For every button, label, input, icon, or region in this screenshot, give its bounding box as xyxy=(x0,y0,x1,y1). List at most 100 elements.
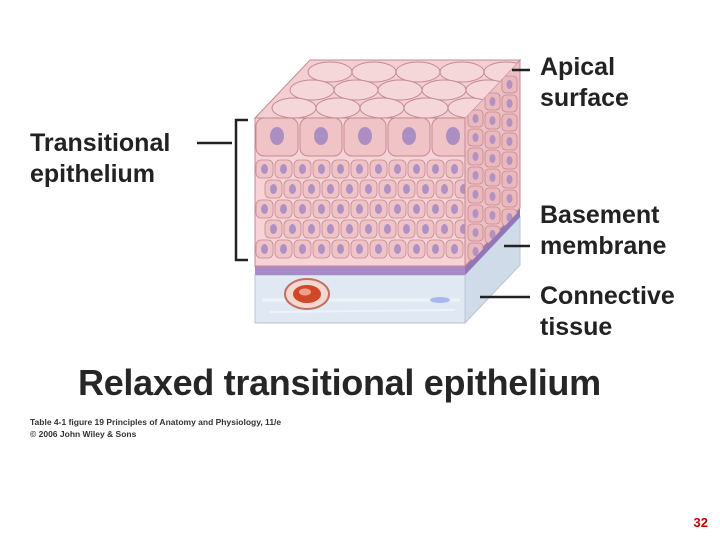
epithelial-cell xyxy=(283,219,302,239)
umbrella-cell-top xyxy=(333,79,379,101)
epithelial-cell xyxy=(467,147,484,166)
epithelial-cell xyxy=(321,179,340,199)
epithelial-cell xyxy=(484,149,501,168)
epithelial-cell xyxy=(312,159,331,179)
umbrella-cell-top xyxy=(307,61,353,83)
epithelial-cell xyxy=(331,159,350,179)
umbrella-cell-top xyxy=(395,61,441,83)
umbrella-cell-top xyxy=(271,97,317,118)
epithelial-cell xyxy=(501,94,518,113)
epithelial-cell xyxy=(293,199,312,219)
epithelial-cells xyxy=(255,118,465,259)
epithelial-cell xyxy=(340,179,359,199)
epithelial-cell xyxy=(501,151,518,170)
epithelial-cell xyxy=(264,219,283,239)
epithelial-cell xyxy=(350,239,369,259)
figure-credit: Table 4-1 figure 19 Principles of Anatom… xyxy=(30,417,282,439)
epithelial-cell xyxy=(484,111,501,130)
epithelial-cell xyxy=(274,199,293,219)
umbrella-cell-top xyxy=(403,97,449,118)
epithelial-cell xyxy=(407,199,426,219)
epithelial-cell xyxy=(501,170,518,189)
epithelial-cell xyxy=(467,128,484,147)
umbrella-cell xyxy=(343,118,387,157)
epithelial-cell xyxy=(426,199,445,219)
epithelial-cell xyxy=(388,159,407,179)
epithelial-cell xyxy=(255,159,274,179)
umbrella-cell-top xyxy=(315,97,361,118)
epithelial-cell xyxy=(274,159,293,179)
epithelial-cell xyxy=(283,179,302,199)
epithelial-cell xyxy=(302,179,321,199)
epithelial-cell xyxy=(397,219,416,239)
epithelial-cell xyxy=(484,168,501,187)
epithelial-cell xyxy=(484,206,501,225)
umbrella-cell-top xyxy=(351,61,397,83)
epithelial-cell xyxy=(467,204,484,223)
epithelial-cell xyxy=(350,199,369,219)
epithelial-cell xyxy=(416,179,435,199)
basement-membrane xyxy=(255,265,465,275)
umbrella-cell xyxy=(255,118,299,157)
umbrella-cell xyxy=(387,118,431,157)
epithelial-cell xyxy=(293,239,312,259)
epithelial-cell xyxy=(416,219,435,239)
transitional-epithelium-label: Transitional epithelium xyxy=(30,129,171,188)
epithelial-cell xyxy=(255,239,274,259)
epithelial-cell xyxy=(484,187,501,206)
epithelial-cell xyxy=(501,189,518,208)
epithelial-cell xyxy=(467,166,484,185)
epithelial-cell xyxy=(274,239,293,259)
umbrella-cell-top xyxy=(421,79,467,101)
epithelial-cell xyxy=(484,130,501,149)
page-number: 32 xyxy=(693,515,708,530)
epithelial-cell xyxy=(445,239,464,259)
umbrella-cell xyxy=(299,118,343,157)
epithelial-cell xyxy=(501,113,518,132)
epithelial-cell xyxy=(467,223,484,242)
epithelial-cell xyxy=(467,185,484,204)
epithelial-cell xyxy=(426,239,445,259)
epithelial-cell xyxy=(255,199,274,219)
epithelial-cell xyxy=(321,219,340,239)
apical-surface-label: Apical surface xyxy=(540,53,629,112)
epithelial-cell xyxy=(388,199,407,219)
epithelial-cell xyxy=(501,75,518,94)
epithelial-cell xyxy=(454,219,465,239)
epithelial-cell xyxy=(312,239,331,259)
epithelial-cell xyxy=(378,219,397,239)
umbrella-cell xyxy=(431,118,465,157)
umbrella-cell-top xyxy=(439,61,485,83)
connective-tissue-label: Connective tissue xyxy=(540,282,675,341)
epithelial-cell xyxy=(331,239,350,259)
epithelial-cell xyxy=(407,239,426,259)
epithelial-cell xyxy=(293,159,312,179)
blood-vessel xyxy=(284,278,330,310)
epithelial-cell xyxy=(340,219,359,239)
epithelial-cell xyxy=(407,159,426,179)
label-leaders xyxy=(197,68,530,299)
epithelial-cell xyxy=(467,109,484,128)
epithelial-cell xyxy=(359,179,378,199)
epithelial-cell xyxy=(331,199,350,219)
umbrella-cell-top xyxy=(289,79,335,101)
epithelial-cell xyxy=(435,179,454,199)
epithelial-cell xyxy=(369,239,388,259)
epithelial-cell xyxy=(312,199,331,219)
epithelial-cell xyxy=(302,219,321,239)
umbrella-cell-top xyxy=(377,79,423,101)
epithelial-cell xyxy=(501,132,518,151)
epithelial-cell xyxy=(397,179,416,199)
epithelial-cell xyxy=(445,199,464,219)
epithelial-cell xyxy=(369,159,388,179)
epithelial-cell xyxy=(454,179,465,199)
epithelial-cell xyxy=(484,92,501,111)
epithelial-cell xyxy=(435,219,454,239)
epithelial-cell xyxy=(388,239,407,259)
epithelial-cell xyxy=(350,159,369,179)
epithelial-cell xyxy=(426,159,445,179)
epithelial-cell xyxy=(359,219,378,239)
epithelial-cell xyxy=(369,199,388,219)
epithelial-cell xyxy=(264,179,283,199)
umbrella-cell-top xyxy=(359,97,405,118)
